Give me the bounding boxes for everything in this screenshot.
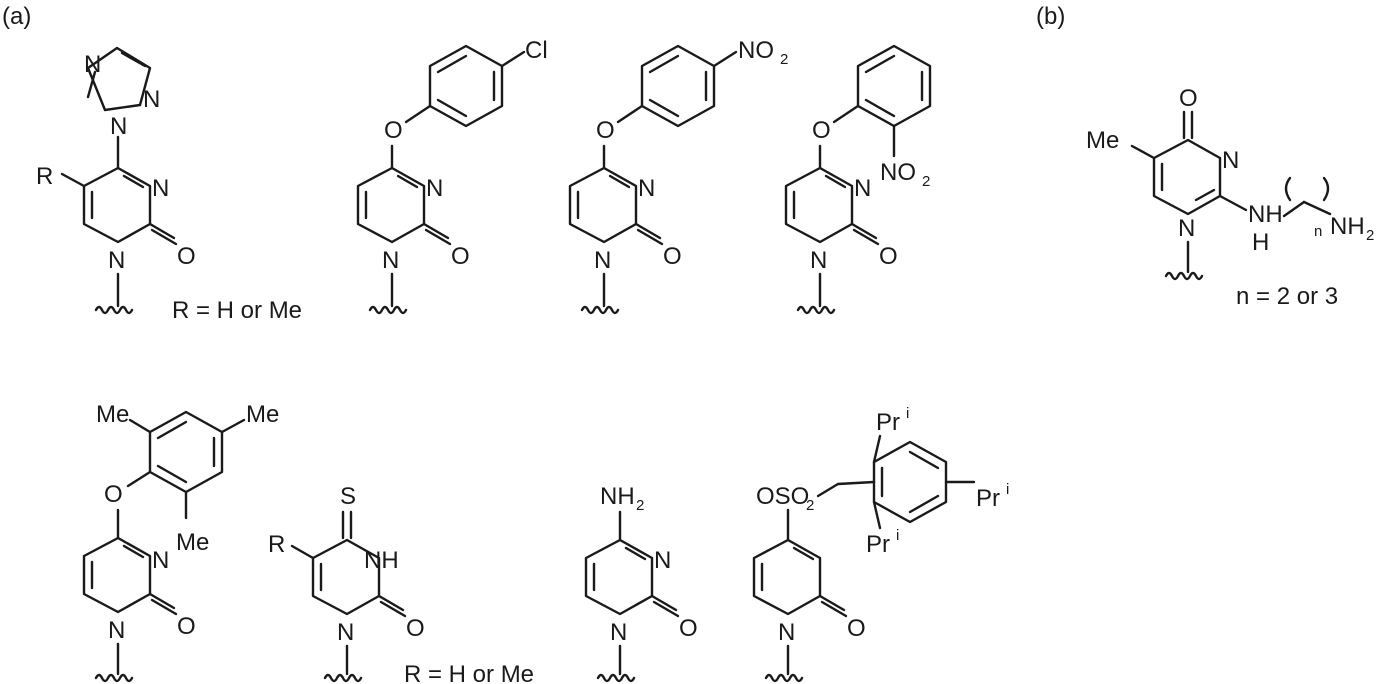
subscript-2: 2 xyxy=(1366,227,1374,244)
subscript-2: 2 xyxy=(806,497,814,514)
atom-pr: Pr xyxy=(976,485,1000,512)
subscript-2: 2 xyxy=(780,51,788,68)
atom-o: O xyxy=(596,117,615,144)
atom-me: Me xyxy=(246,401,279,428)
atom-n: N xyxy=(1222,147,1239,174)
atom-no: NO xyxy=(738,37,774,64)
atom-n: N xyxy=(110,113,127,140)
atom-me: Me xyxy=(96,401,129,428)
atom-o: O xyxy=(177,243,196,270)
atom-o: O xyxy=(847,615,866,642)
atom-o: O xyxy=(879,243,898,270)
structure-aminoalkylamino-pyrimidinone: O Me N N NH H n NH 2 n = 2 or 3 xyxy=(1086,85,1374,310)
atom-n: N xyxy=(108,617,125,644)
superscript-i: i xyxy=(906,405,909,422)
superscript-i: i xyxy=(1006,481,1009,498)
structure-mesityloxy: Me Me Me O N N O xyxy=(82,401,279,683)
atom-o: O xyxy=(1179,85,1198,112)
atom-nh: NH xyxy=(600,483,635,510)
n-definition: n = 2 or 3 xyxy=(1236,283,1338,310)
atom-o: O xyxy=(406,615,425,642)
r-definition-1: R = H or Me xyxy=(172,297,302,324)
atom-s: S xyxy=(340,483,356,510)
panel-label-a: (a) xyxy=(2,3,31,30)
atom-no: NO xyxy=(880,159,916,186)
atom-o: O xyxy=(177,613,196,640)
atom-n: N xyxy=(654,547,671,574)
atom-n: N xyxy=(610,619,627,646)
atom-n: N xyxy=(810,247,827,274)
atom-n: N xyxy=(84,51,101,78)
atom-pr: Pr xyxy=(866,531,890,558)
atom-o: O xyxy=(812,117,831,144)
structure-2-nitrophenoxy: NO 2 O N N O xyxy=(784,44,932,315)
atom-n: N xyxy=(108,247,125,274)
atom-o: O xyxy=(451,243,470,270)
subscript-2: 2 xyxy=(922,173,930,190)
superscript-i: i xyxy=(896,527,899,544)
structure-cytosine: NH 2 N N O xyxy=(584,483,698,683)
atom-h: H xyxy=(1252,229,1269,256)
atom-n: N xyxy=(594,247,611,274)
atom-me: Me xyxy=(1086,127,1119,154)
atom-n: N xyxy=(1178,215,1195,242)
atom-nh: NH xyxy=(364,547,399,574)
structure-4-chlorophenoxy: Cl O N N O xyxy=(356,37,548,315)
atom-n: N xyxy=(152,175,169,202)
atom-o: O xyxy=(384,117,403,144)
atom-n: N xyxy=(778,619,795,646)
atom-n: N xyxy=(143,86,160,113)
structure-trisyl-pyridinone: OSO 2 Pr i Pr i Pr i N O xyxy=(752,405,1009,683)
panel-label-b: (b) xyxy=(1036,3,1065,30)
atom-o: O xyxy=(679,615,698,642)
subscript-2: 2 xyxy=(636,497,644,514)
structure-triazolyl-pyrimidinone: N N N R N N O R = H or Me xyxy=(36,46,302,324)
atom-o: O xyxy=(663,243,682,270)
structure-thiouracil: S R NH N O R = H or Me xyxy=(268,483,534,684)
atom-me: Me xyxy=(176,529,209,556)
subscript-n: n xyxy=(1314,223,1322,240)
atom-cl: Cl xyxy=(525,37,548,64)
atom-n: N xyxy=(854,175,871,202)
r-definition-2: R = H or Me xyxy=(404,661,534,684)
atom-n: N xyxy=(382,247,399,274)
atom-nh: NH xyxy=(1330,213,1365,240)
atom-r: R xyxy=(268,531,285,558)
atom-n: N xyxy=(152,547,169,574)
atom-n: N xyxy=(337,619,354,646)
atom-n: N xyxy=(638,175,655,202)
atom-n: N xyxy=(426,175,443,202)
atom-oso: OSO xyxy=(756,483,809,510)
atom-pr: Pr xyxy=(876,409,900,436)
atom-r: R xyxy=(36,163,53,190)
atom-o: O xyxy=(104,481,123,508)
structure-4-nitrophenoxy: NO 2 O N N O xyxy=(568,37,788,315)
atom-nh: NH xyxy=(1248,201,1283,228)
